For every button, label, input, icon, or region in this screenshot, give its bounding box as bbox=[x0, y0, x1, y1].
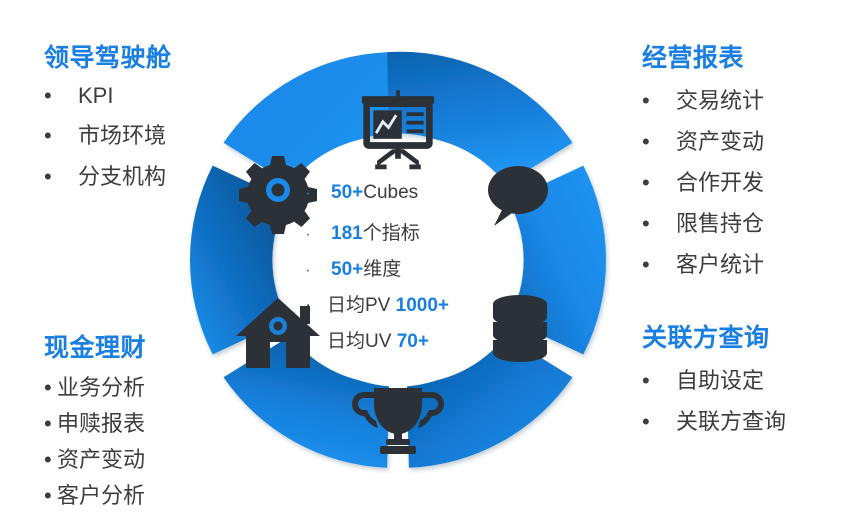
donut-wheel-diagram bbox=[170, 32, 626, 488]
panel-title-leadership: 领导驾驶舱 bbox=[44, 44, 172, 72]
list-item: • 限售持仓 bbox=[642, 206, 764, 238]
list-item-label: 分支机构 bbox=[78, 164, 167, 189]
wheel-segment-top[interactable] bbox=[386, 51, 573, 188]
list-item: • 资产变动 bbox=[642, 124, 764, 156]
panel-list-related: • 自助设定 • 关联方查询 bbox=[642, 363, 786, 436]
panel-cash-management: 现金理财 •业务分析 •申赎报表 •资产变动 •客户分析 bbox=[44, 328, 146, 514]
bullet-icon: · bbox=[305, 183, 311, 202]
list-item-label: 业务分析 bbox=[57, 375, 146, 400]
panel-list-cash: •业务分析 •申赎报表 •资产变动 •客户分析 bbox=[44, 370, 146, 510]
panel-business-reports: 经营报表 • 交易统计 • 资产变动 • 合作开发 • 限售持仓 • 客户统计 bbox=[642, 38, 764, 288]
list-item-label: 申赎报表 bbox=[57, 411, 146, 436]
list-item-label: 资产变动 bbox=[57, 447, 146, 472]
list-item-label: 合作开发 bbox=[676, 170, 765, 195]
bullet-icon: • bbox=[642, 211, 650, 236]
stat-label: 181个指标 bbox=[331, 223, 420, 244]
stat-label: 日均PV 1000+ bbox=[327, 295, 449, 316]
panel-list-reports: • 交易统计 • 资产变动 • 合作开发 • 限售持仓 • 客户统计 bbox=[642, 83, 764, 279]
list-item: • 自助设定 bbox=[642, 363, 786, 395]
list-item-label: 限售持仓 bbox=[676, 211, 765, 236]
list-item: • 市场环境 bbox=[44, 118, 172, 150]
bullet-icon: • bbox=[44, 375, 52, 400]
panel-title-related: 关联方查询 bbox=[642, 324, 770, 352]
database-icon bbox=[493, 295, 547, 362]
list-item-label: 交易统计 bbox=[676, 88, 765, 113]
list-item: •资产变动 bbox=[44, 442, 146, 474]
list-item: • 分支机构 bbox=[44, 159, 172, 191]
bullet-icon: • bbox=[44, 83, 52, 108]
list-item: •申赎报表 bbox=[44, 406, 146, 438]
bullet-icon: • bbox=[642, 409, 650, 434]
speech-bubble-icon bbox=[488, 166, 548, 226]
list-item-label: 客户分析 bbox=[57, 483, 146, 508]
stat-row: · 181个指标 bbox=[305, 218, 495, 254]
stat-label: 50+Cubes bbox=[331, 182, 419, 203]
stat-label: 日均UV 70+ bbox=[327, 331, 429, 352]
bullet-icon: • bbox=[642, 88, 650, 113]
stat-row: · 50+Cubes bbox=[305, 182, 495, 218]
bullet-icon: • bbox=[44, 411, 52, 436]
bullet-icon: · bbox=[305, 331, 312, 352]
center-stats-list: · 50+Cubes · 181个指标 · 50+维度 · 日均PV 1000+… bbox=[305, 182, 495, 362]
list-item-label: 关联方查询 bbox=[676, 409, 787, 434]
list-item-label: 市场环境 bbox=[78, 123, 167, 148]
gear-icon bbox=[239, 156, 317, 234]
bullet-icon: • bbox=[44, 483, 52, 508]
panel-related-party-query: 关联方查询 • 自助设定 • 关联方查询 bbox=[642, 318, 786, 445]
list-item: • 交易统计 bbox=[642, 83, 764, 115]
wheel-inner-core bbox=[286, 132, 510, 388]
bullet-icon: · bbox=[305, 295, 312, 316]
bullet-icon: • bbox=[642, 170, 650, 195]
bullet-icon: · bbox=[305, 224, 311, 243]
list-item: •客户分析 bbox=[44, 478, 146, 510]
house-icon bbox=[236, 298, 320, 368]
panel-list-leadership: • KPI • 市场环境 • 分支机构 bbox=[44, 83, 172, 191]
list-item-label: 资产变动 bbox=[676, 129, 765, 154]
stat-row: · 50+维度 bbox=[305, 254, 495, 290]
panel-title-reports: 经营报表 bbox=[642, 44, 745, 72]
list-item: •业务分析 bbox=[44, 370, 146, 402]
wheel-segment-lower-right[interactable] bbox=[406, 332, 573, 468]
presentation-chart-icon bbox=[361, 90, 435, 170]
bullet-icon: • bbox=[44, 447, 52, 472]
bullet-icon: • bbox=[642, 252, 650, 277]
bullet-icon: • bbox=[44, 164, 52, 189]
bullet-icon: • bbox=[642, 129, 650, 154]
bullet-icon: • bbox=[642, 368, 650, 393]
list-item: • KPI bbox=[44, 83, 172, 109]
list-item-label: KPI bbox=[78, 83, 114, 108]
list-item-label: 客户统计 bbox=[676, 252, 765, 277]
stat-label: 50+维度 bbox=[331, 259, 402, 280]
panel-title-cash: 现金理财 bbox=[44, 334, 147, 362]
list-item: • 客户统计 bbox=[642, 247, 764, 279]
list-item-label: 自助设定 bbox=[676, 368, 765, 393]
list-item: • 关联方查询 bbox=[642, 404, 786, 436]
trophy-icon bbox=[352, 388, 444, 454]
panel-leadership-cockpit: 领导驾驶舱 • KPI • 市场环境 • 分支机构 bbox=[44, 38, 172, 200]
bullet-icon: • bbox=[44, 123, 52, 148]
bullet-icon: · bbox=[305, 260, 311, 279]
stat-row: · 日均PV 1000+ bbox=[305, 290, 495, 326]
wheel-segment-upper-left[interactable] bbox=[223, 52, 390, 188]
stat-row: · 日均UV 70+ bbox=[305, 326, 495, 362]
list-item: • 合作开发 bbox=[642, 165, 764, 197]
